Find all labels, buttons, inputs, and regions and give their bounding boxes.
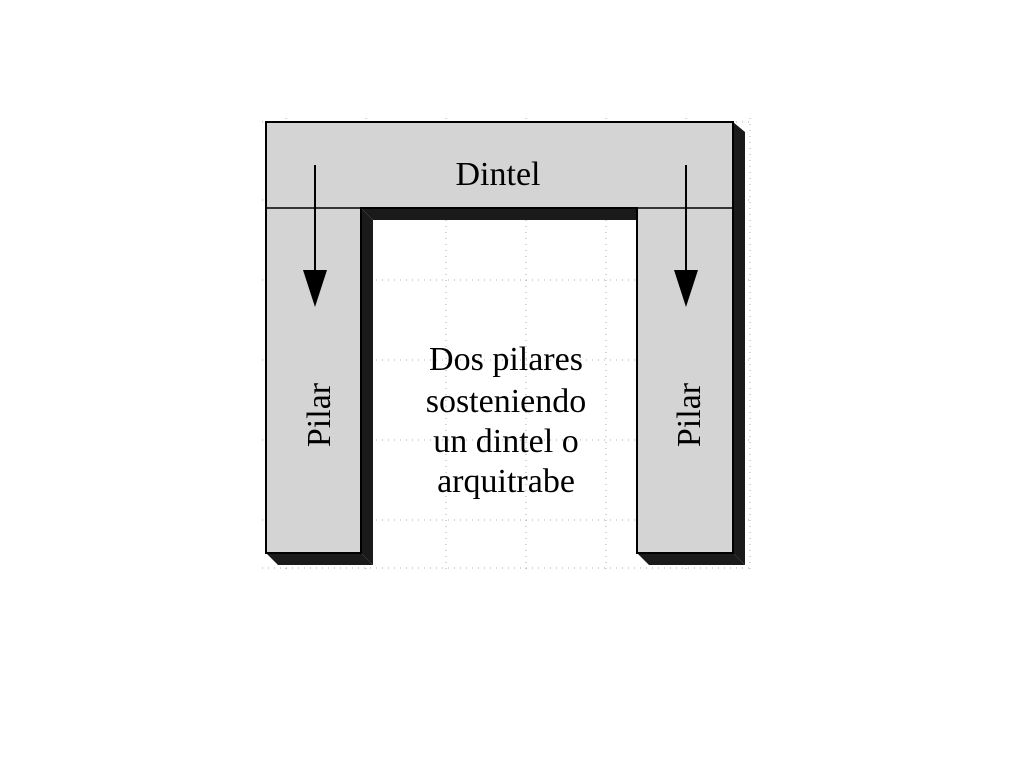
beam-label: Dintel bbox=[456, 156, 541, 193]
right-pillar-label: Pilar bbox=[671, 382, 708, 447]
left-pillar-label: Pilar bbox=[301, 382, 338, 447]
caption-line-1: Dos pilares bbox=[429, 341, 583, 378]
right-load-arrow bbox=[674, 165, 698, 307]
structure-shadows bbox=[266, 122, 745, 565]
caption-line-2: sosteniendo bbox=[426, 383, 587, 420]
caption-line-4: arquitrabe bbox=[437, 463, 575, 500]
caption-line-3: un dintel o bbox=[433, 423, 578, 460]
left-load-arrow bbox=[303, 165, 327, 307]
caption: Dos pilares sosteniendo un dintel o arqu… bbox=[426, 341, 587, 500]
